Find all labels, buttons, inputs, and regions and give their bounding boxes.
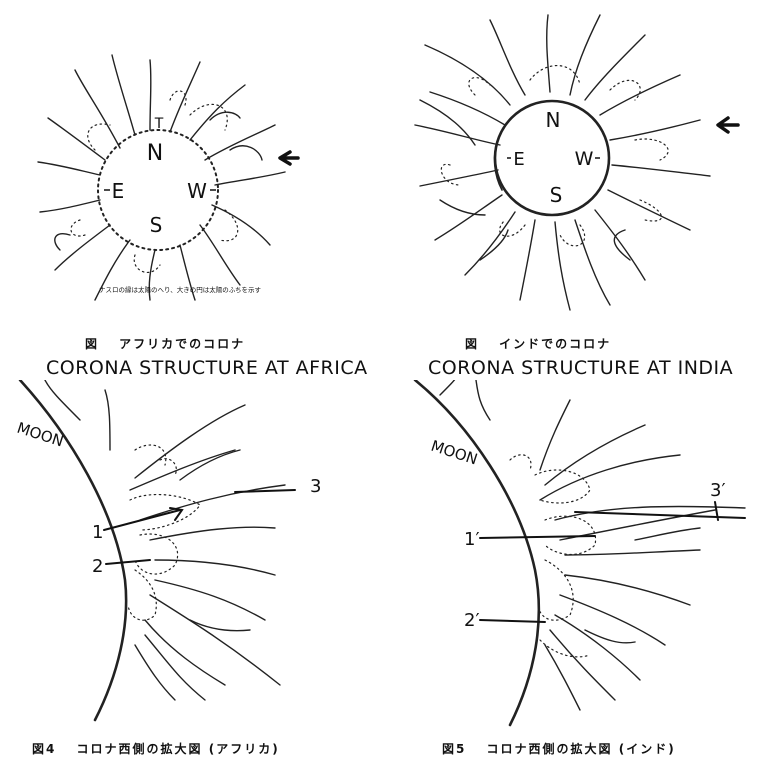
marker-1: 1 xyxy=(92,522,103,543)
india-caption-en: CORONA STRUCTURE AT INDIA xyxy=(428,357,733,379)
marker-2-prime: 2′ xyxy=(464,610,480,631)
africa-corona-drawing: T N E W S ナスロの縁は太陽のへり、大きの円は太陽のふちを示す xyxy=(0,0,380,310)
africa-footnote: ナスロの縁は太陽のへり、大きの円は太陽のふちを示す xyxy=(99,285,262,294)
direction-south: S xyxy=(550,183,563,207)
fig4-detail-panel: MOON 1 2 3 図4 コロナ西側の拡大図 (アフリカ) xyxy=(0,380,380,735)
india-corona-drawing: N E W S xyxy=(380,0,765,330)
marker-1-prime: 1′ xyxy=(464,529,480,550)
fig4-caption: 図4 コロナ西側の拡大図 (アフリカ) xyxy=(32,740,280,757)
direction-east: E xyxy=(112,179,125,203)
marker-2: 2 xyxy=(92,556,103,577)
direction-west: W xyxy=(575,148,594,170)
africa-caption-jp: 図 アフリカでのコロナ xyxy=(85,335,245,352)
fig5-caption: 図5 コロナ西側の拡大図 (インド) xyxy=(442,740,676,757)
marker-3: 3 xyxy=(310,476,321,497)
fig4-detail-drawing: MOON 1 2 3 xyxy=(0,380,380,735)
moon-limb xyxy=(415,380,539,725)
india-corona-panel: N E W S 図 インドでのコロナ CORONA STRUCTURE AT I… xyxy=(380,0,765,330)
direction-south: S xyxy=(150,213,163,237)
pointer-arrow-icon xyxy=(280,152,298,164)
direction-north: N xyxy=(546,108,561,132)
moon-label: MOON xyxy=(15,419,66,451)
india-caption-jp: 図 インドでのコロナ xyxy=(465,335,611,352)
fig5-detail-drawing: MOON 1′ 2′ 3′ xyxy=(380,380,765,735)
africa-corona-panel: T N E W S ナスロの縁は太陽のへり、大きの円は太陽のふちを示す 図 アフ… xyxy=(0,0,380,310)
africa-caption-en: CORONA STRUCTURE AT AFRICA xyxy=(46,357,368,379)
direction-north: N xyxy=(147,141,163,166)
direction-east: E xyxy=(513,149,524,170)
marker-3-prime: 3′ xyxy=(710,480,726,501)
direction-top-mark: T xyxy=(154,116,164,132)
fig5-detail-panel: MOON 1′ 2′ 3′ 図5 コロナ西側の拡大図 (インド) xyxy=(380,380,765,735)
direction-west: W xyxy=(187,179,207,203)
pointer-arrow-icon xyxy=(718,118,738,132)
